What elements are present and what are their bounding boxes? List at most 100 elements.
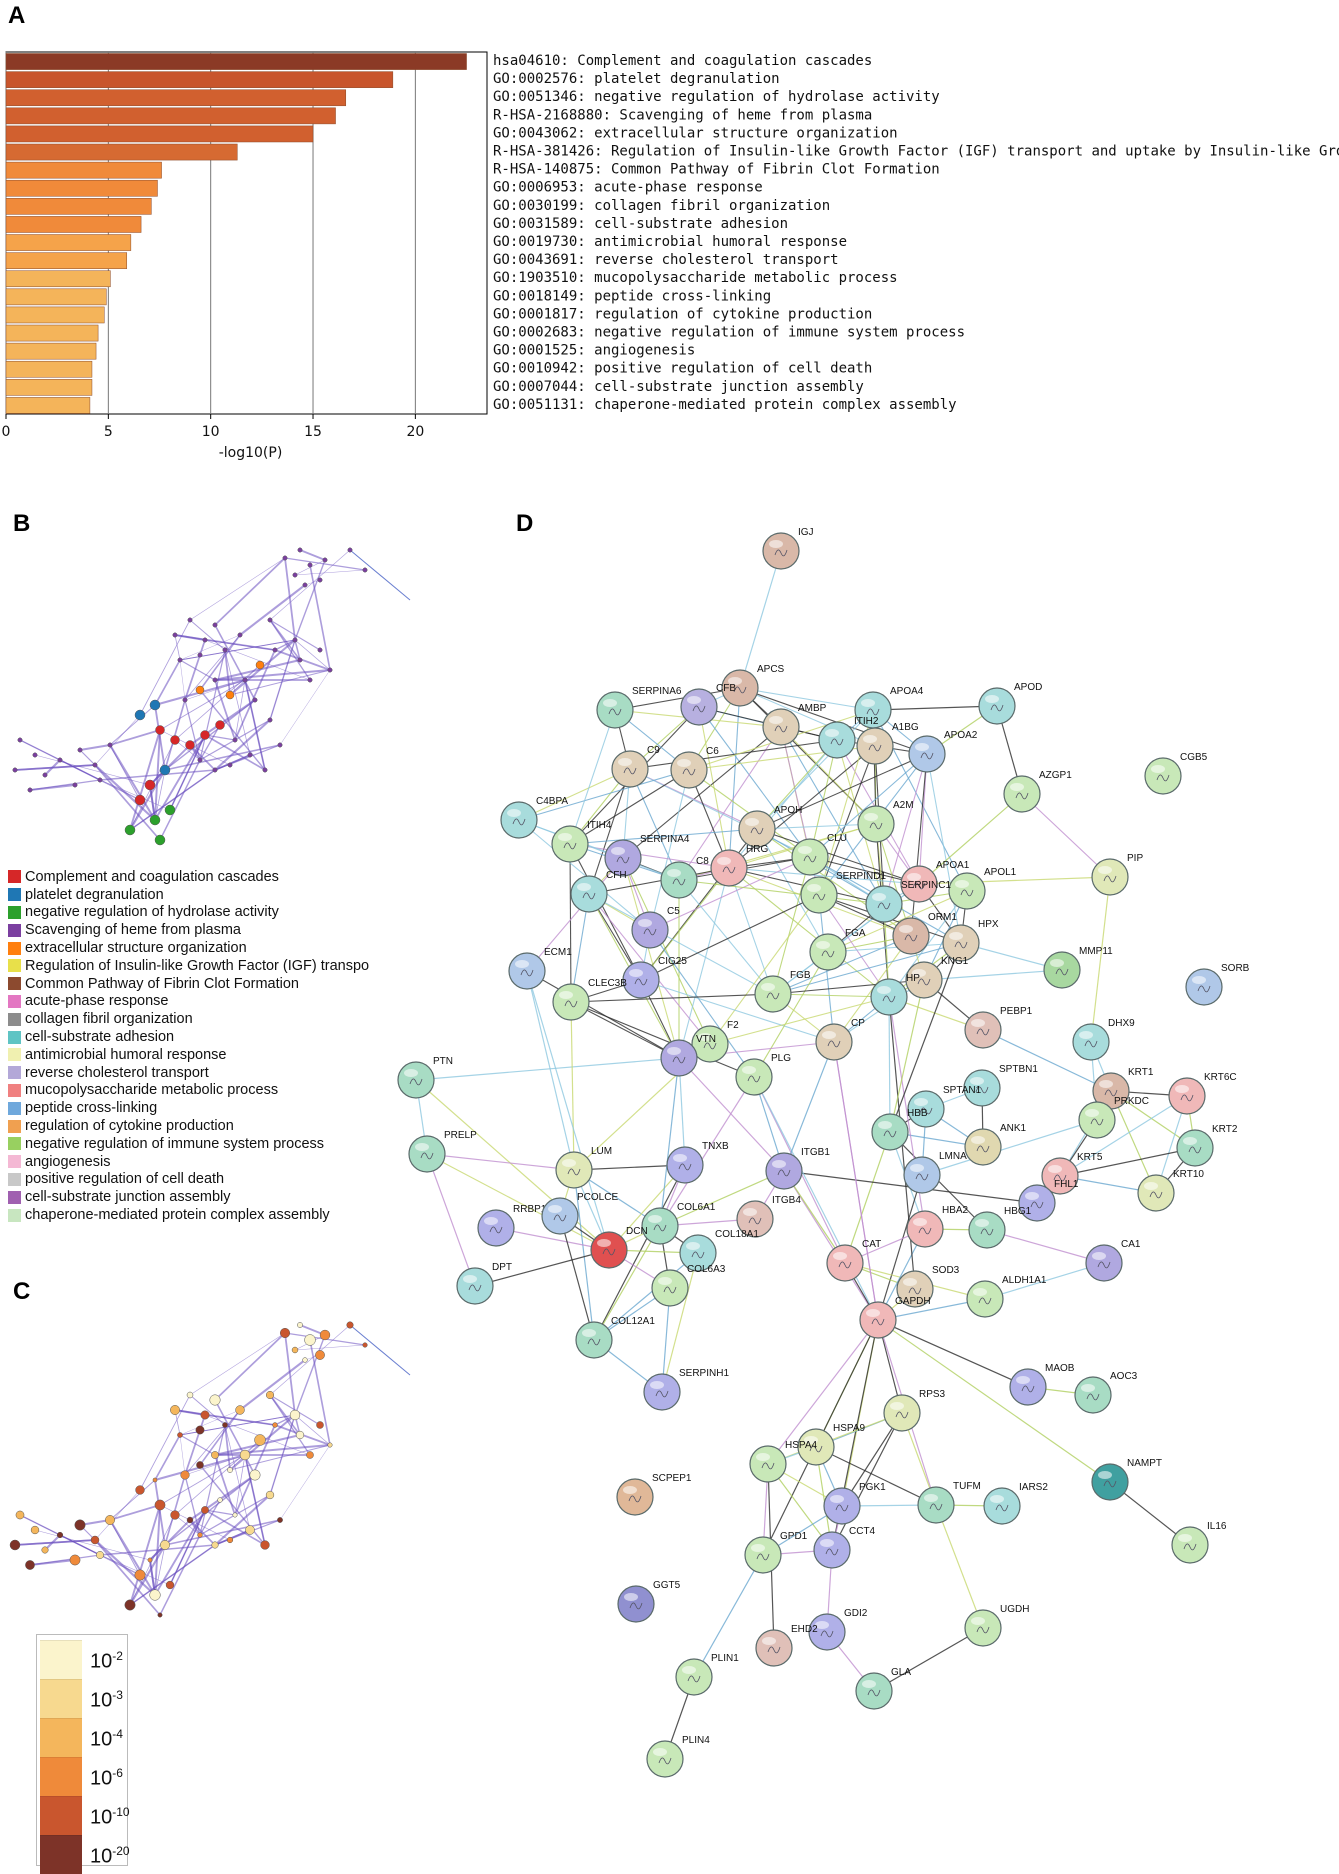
network-edge (214, 1454, 236, 1516)
protein-label: DCN (626, 1226, 648, 1237)
protein-structure-glyph (672, 878, 686, 886)
protein-label: TUFM (953, 1481, 981, 1492)
network-edge (474, 1249, 610, 1287)
bar (5, 198, 152, 215)
protein-label: GPD1 (780, 1531, 808, 1542)
protein-node-circle (660, 1039, 698, 1077)
protein-structure-glyph (553, 1214, 567, 1222)
network-edge (640, 979, 835, 1043)
network-edge (888, 996, 891, 1133)
protein-node: GLA (855, 1667, 911, 1710)
legend-entry: chaperone-mediated protein complex assem… (8, 1206, 369, 1224)
protein-node-circle (666, 1146, 704, 1184)
network-edge (149, 784, 156, 821)
protein-label: COL12A1 (611, 1316, 655, 1327)
legend-label: Regulation of Insulin-like Growth Factor… (25, 957, 370, 974)
protein-node-circle (631, 911, 669, 949)
protein-label: APOA2 (944, 730, 978, 741)
network-edge (661, 1252, 699, 1393)
protein-node-highlight (686, 1242, 700, 1250)
bar (5, 107, 336, 125)
network-node (217, 1497, 223, 1503)
network-edge (154, 659, 181, 706)
network-edge (199, 724, 221, 761)
pvalue-scale-frame (36, 1634, 128, 1866)
protein-node-circle (408, 1135, 446, 1173)
protein-label: SOD3 (932, 1265, 960, 1276)
network-edge (294, 559, 326, 641)
network-edge (269, 549, 351, 621)
protein-node-highlight (415, 1143, 429, 1151)
protein-label: HBG1 (1004, 1206, 1032, 1217)
protein-structure-glyph (623, 767, 637, 775)
network-edge (214, 1332, 286, 1401)
protein-node-highlight (484, 1217, 498, 1225)
network-node (107, 742, 113, 748)
network-node (149, 699, 161, 711)
protein-structure-glyph (655, 1390, 669, 1398)
protein-node-highlight (1025, 1192, 1039, 1200)
protein-node-circle (968, 1211, 1006, 1249)
protein-node: SERPINA6 (596, 686, 682, 729)
protein-node: CIG25 (622, 956, 687, 999)
legend-entry: Scavenging of heme from plasma (8, 921, 369, 939)
network-edge (269, 1394, 311, 1456)
protein-node-circle (809, 933, 847, 971)
protein-label: CLEC3B (588, 978, 627, 989)
network-node (124, 1599, 136, 1611)
scale-swatch: 10-3 (40, 1679, 123, 1718)
network-edge (94, 764, 161, 841)
network-edge (739, 550, 782, 689)
network-edge (174, 1514, 201, 1536)
network-edge (109, 704, 156, 746)
protein-node-highlight (910, 1164, 924, 1172)
network-node (279, 1327, 291, 1339)
network-edge (772, 935, 912, 995)
network-edge (179, 1434, 186, 1476)
protein-node-circle (1085, 1244, 1123, 1282)
protein-node: APOA1 (900, 860, 970, 903)
protein-node-circle (964, 1128, 1002, 1166)
legend-swatch (8, 905, 21, 919)
bar (5, 216, 142, 233)
network-edge (570, 1001, 575, 1171)
network-edge (189, 1474, 256, 1521)
network-edge (154, 1479, 166, 1546)
protein-node-circle (570, 875, 608, 913)
network-node (187, 617, 193, 623)
network-edge (239, 1359, 306, 1411)
protein-structure-glyph (1103, 875, 1117, 883)
protein-label: KRT1 (1128, 1067, 1154, 1078)
protein-label: CP (851, 1018, 865, 1029)
network-node (302, 582, 308, 588)
protein-node: COL18A1 (679, 1229, 759, 1272)
network-edge (14, 1539, 96, 1546)
network-node (362, 1342, 368, 1348)
network-edge (284, 1332, 296, 1416)
protein-label: PLIN1 (711, 1653, 739, 1664)
legend-entry: regulation of cytokine production (8, 1117, 369, 1135)
protein-node: A2M (857, 800, 914, 843)
protein-node-circle (1137, 1174, 1175, 1212)
protein-label: GLA (891, 1667, 911, 1678)
network-edge (659, 1076, 755, 1227)
network-edge (709, 894, 820, 1045)
category-label: R-HSA-2168880: Scavenging of heme from p… (493, 107, 872, 123)
network-node (144, 779, 156, 791)
enrichment-network-by-pvalue (9, 1321, 411, 1618)
protein-node-highlight (548, 1205, 562, 1213)
network-edge (214, 744, 281, 771)
network-edge (986, 1229, 1105, 1264)
legend-entry: Complement and coagulation cascades (8, 868, 369, 886)
protein-label: FHL1 (1054, 1179, 1079, 1190)
protein-label: EHD2 (791, 1624, 818, 1635)
network-edge (129, 769, 166, 831)
protein-node: SERPINC1 (865, 880, 951, 923)
protein-node-highlight (1178, 1534, 1192, 1542)
network-node (41, 1546, 49, 1554)
protein-node: SERPINA4 (604, 834, 690, 877)
protein-node-circle (870, 978, 908, 1016)
network-node (235, 1405, 245, 1415)
protein-node-highlight (742, 1066, 756, 1074)
